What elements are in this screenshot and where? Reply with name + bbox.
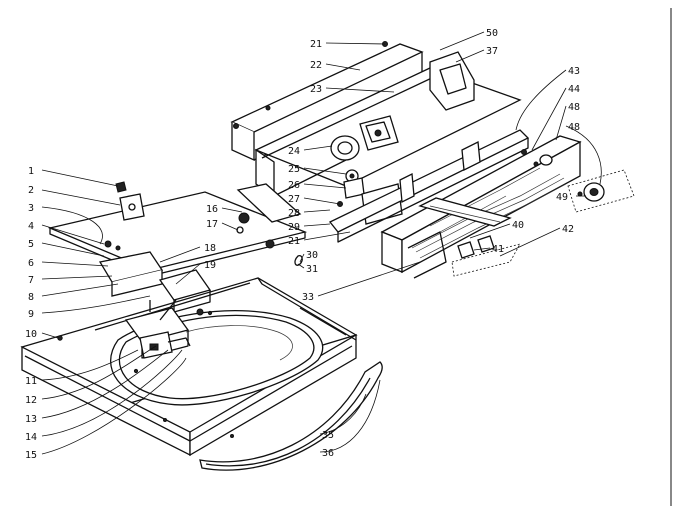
callout-28: 28 [288, 208, 300, 219]
callout-3: 3 [28, 203, 34, 214]
front-trim-strip [199, 361, 383, 471]
control-knob [567, 169, 635, 213]
callout-37: 37 [486, 46, 498, 57]
callout-23: 23 [310, 84, 322, 95]
callout-10: 10 [25, 329, 37, 340]
callout-50: 50 [486, 28, 498, 39]
callout-5: 5 [28, 239, 34, 250]
callout-18: 18 [204, 243, 216, 254]
callout-24: 24 [288, 146, 300, 157]
callout-31: 31 [306, 264, 318, 275]
callout-21-lower: 21 [288, 236, 300, 247]
callout-42: 42 [562, 224, 574, 235]
callout-15: 15 [25, 450, 37, 461]
callout-36: 36 [322, 448, 334, 459]
callout-27: 27 [288, 194, 300, 205]
lid-switch-assembly [98, 240, 303, 359]
callout-11: 11 [25, 376, 37, 387]
callout-40: 40 [512, 220, 524, 231]
callout-48-upper: 48 [568, 102, 580, 113]
callout-49: 49 [556, 192, 568, 203]
callout-48-lower: 48 [568, 122, 580, 133]
small-bracket-part [115, 181, 145, 221]
callout-19: 19 [204, 260, 216, 271]
callout-labels: 1 2 3 4 5 6 7 8 9 10 11 12 13 14 15 16 1… [25, 28, 580, 461]
console-controls [328, 115, 530, 243]
callout-2: 2 [28, 185, 34, 196]
callout-43: 43 [568, 66, 580, 77]
callout-6: 6 [28, 258, 34, 269]
callout-22: 22 [310, 60, 322, 71]
callout-26: 26 [288, 180, 300, 191]
callout-44: 44 [568, 84, 580, 95]
callout-30: 30 [306, 250, 318, 261]
washer-top-frame [20, 277, 358, 457]
callout-8: 8 [28, 292, 34, 303]
callout-41: 41 [492, 244, 504, 255]
callout-17: 17 [206, 219, 218, 230]
callout-12: 12 [25, 395, 37, 406]
leader-lines [41, 31, 602, 455]
callout-14: 14 [25, 432, 37, 443]
callout-25: 25 [288, 164, 300, 175]
callout-33: 33 [302, 292, 314, 303]
callout-35: 35 [322, 430, 334, 441]
callout-7: 7 [28, 275, 34, 286]
callout-29: 29 [288, 222, 300, 233]
callout-13: 13 [25, 414, 37, 425]
callout-16: 16 [206, 204, 218, 215]
callout-4: 4 [28, 221, 34, 232]
callout-1: 1 [28, 166, 34, 177]
control-panel-front [380, 135, 582, 279]
callout-21-top: 21 [310, 39, 322, 50]
callout-9: 9 [28, 309, 34, 320]
